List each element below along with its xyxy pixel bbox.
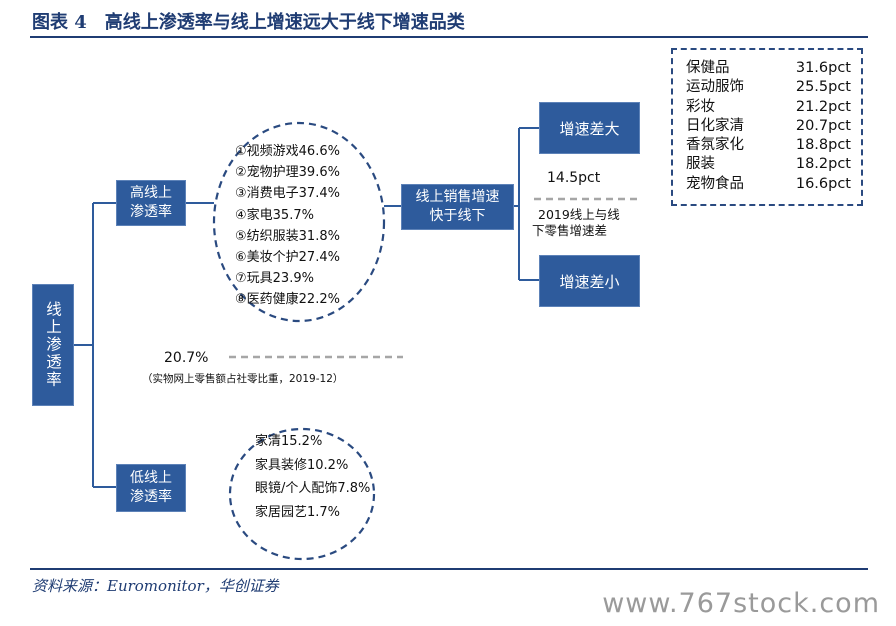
item-value: 18.2pct <box>795 156 851 173</box>
list-item: ⑦玩具23.9% <box>235 271 314 287</box>
growth-big-label: 增速差大 <box>559 119 620 138</box>
list-item: 保健品 31.6pct <box>686 59 851 78</box>
growth-threshold-note: 2019线上与线 下零售增速差 <box>532 207 620 239</box>
source-note: 资料来源：Euromonitor，华创证券 <box>32 577 279 595</box>
watermark: www.767stock.com <box>602 588 880 619</box>
item-name: 服装 <box>686 156 715 173</box>
list-item: 家具装修10.2% <box>255 457 349 473</box>
title-divider <box>30 36 868 38</box>
threshold-value: 20.7% <box>164 350 209 366</box>
item-name: 香氛家化 <box>686 137 744 154</box>
item-value: 20.7pct <box>795 117 851 134</box>
root-box: 线上渗透率 <box>32 284 74 406</box>
list-item: 眼镜/个人配饰7.8% <box>255 481 371 496</box>
growth-label-line1: 线上销售增速 <box>415 189 500 205</box>
low-penetration-box: 低线上 渗透率 <box>116 464 186 512</box>
item-name: 运动服饰 <box>686 79 744 96</box>
list-item: 服装 18.2pct <box>686 155 851 174</box>
page-title: 图表 4 高线上渗透率与线上增速远大于线下增速品类 <box>32 12 465 33</box>
high-items-list: ①视频游戏46.6% ②宠物护理39.6% ③消费电子37.4% ④家电35.7… <box>235 141 340 311</box>
list-item: 宠物食品 16.6pct <box>686 175 851 194</box>
list-item: ③消费电子37.4% <box>235 186 340 202</box>
growth-bracket <box>512 128 539 280</box>
growth-small-box: 增速差小 <box>539 255 640 307</box>
list-item: 彩妆 21.2pct <box>686 98 851 117</box>
growth-threshold-value: 14.5pct <box>547 170 601 186</box>
list-item: ①视频游戏46.6% <box>235 144 340 159</box>
list-item: ⑧医药健康22.2% <box>235 292 340 308</box>
list-item: ⑥美妆个护27.4% <box>235 250 340 266</box>
footer-divider <box>30 568 868 570</box>
item-value: 21.2pct <box>795 98 851 115</box>
low-penetration-circle <box>230 429 374 559</box>
low-label-line1: 低线上 <box>130 470 172 486</box>
item-value: 25.5pct <box>795 79 851 96</box>
root-label: 线上渗透率 <box>44 301 62 389</box>
item-value: 31.6pct <box>795 60 851 76</box>
growth-threshold-note-line1: 2019线上与线 <box>538 207 620 222</box>
list-item: 家清15.2% <box>255 434 323 449</box>
item-value: 16.6pct <box>795 175 851 192</box>
list-item: 日化家清 20.7pct <box>686 117 851 136</box>
list-item: ②宠物护理39.6% <box>235 165 340 181</box>
list-item: 香氛家化 18.8pct <box>686 136 851 155</box>
growth-box: 线上销售增速 快于线下 <box>401 184 514 230</box>
high-penetration-circle <box>214 123 384 321</box>
high-penetration-box: 高线上 渗透率 <box>116 180 186 226</box>
high-label-line1: 高线上 <box>130 185 172 201</box>
growth-threshold-note-line2: 下零售增速差 <box>532 223 608 238</box>
item-value: 18.8pct <box>795 137 851 154</box>
high-label-line2: 渗透率 <box>130 204 172 220</box>
root-bracket <box>72 203 116 487</box>
item-name: 宠物食品 <box>686 175 744 192</box>
list-item: 运动服饰 25.5pct <box>686 78 851 97</box>
item-name: 彩妆 <box>686 98 715 115</box>
threshold-note: （实物网上零售额占社零比重，2019-12） <box>142 373 344 385</box>
list-item: ⑤纺织服装31.8% <box>235 228 340 244</box>
item-name: 日化家清 <box>686 117 744 134</box>
growth-big-box: 增速差大 <box>539 102 640 154</box>
list-item: 家居园艺1.7% <box>255 504 341 520</box>
growth-items-box: 保健品 31.6pct 运动服饰 25.5pct 彩妆 21.2pct 日化家清… <box>671 48 863 206</box>
low-items-list: 家清15.2% 家具装修10.2% 眼镜/个人配饰7.8% 家居园艺1.7% <box>255 430 370 524</box>
list-item: ④家电35.7% <box>235 207 314 223</box>
growth-label-line2: 快于线下 <box>429 208 486 224</box>
low-label-line2: 渗透率 <box>130 489 172 505</box>
item-name: 保健品 <box>686 60 730 76</box>
growth-small-label: 增速差小 <box>559 272 620 291</box>
